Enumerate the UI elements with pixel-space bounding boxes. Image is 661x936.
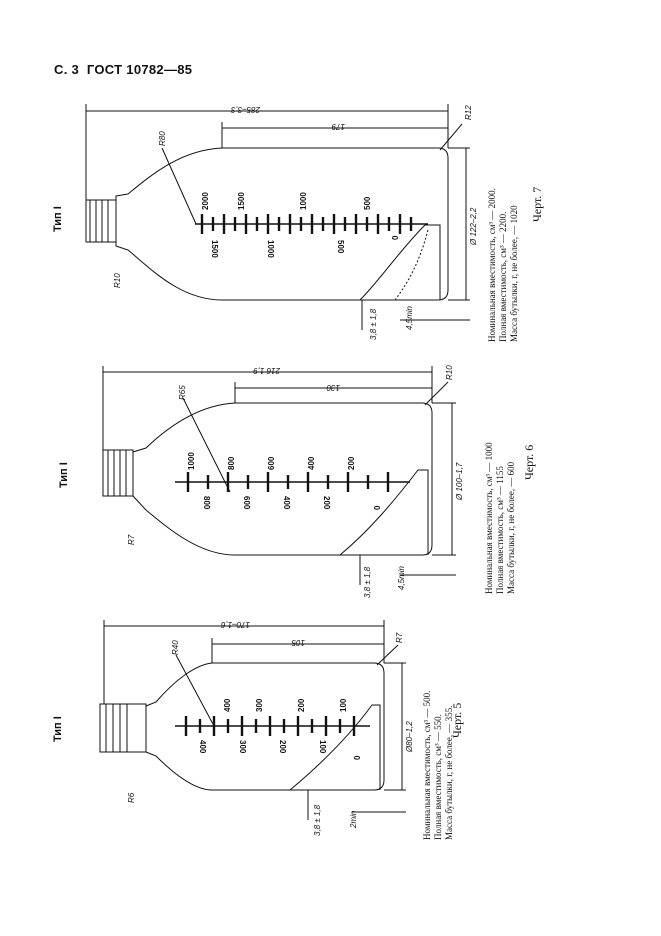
dim-body-ch6: 130 [326, 383, 340, 392]
scale-bottom-800-ch6: 800 [202, 496, 211, 510]
bottle-body-ch6 [132, 402, 433, 556]
scale-bottom-200-ch5: 200 [278, 740, 287, 754]
scale-bottom-500: 500 [336, 240, 345, 254]
notes-ch6: Номинальная вместимость, см³ — 1000 Полн… [484, 442, 517, 594]
scale-top-300-ch5: 300 [255, 698, 264, 712]
type-label-ch6: Тип I [58, 462, 70, 488]
scale-bottom-400-ch6: 400 [282, 496, 291, 510]
scale-marks-ch6 [186, 472, 390, 492]
scale-top-100-ch5: 100 [339, 698, 348, 712]
scale-top-500: 500 [363, 196, 372, 210]
scale-top-400-ch6: 400 [307, 456, 316, 470]
scale-bottom-0: 0 [391, 235, 400, 240]
dim-r7-ch5: R7 [395, 632, 404, 643]
note-nominal: Номинальная вместимость, см³ — 500. [422, 690, 432, 840]
dim-r40: R40 [171, 640, 180, 655]
scale-top-200-ch6: 200 [347, 456, 356, 470]
dim-r6-ch5: R6 [127, 792, 136, 803]
bottle-body-ch7 [115, 147, 449, 301]
scale-top-1000: 1000 [299, 192, 308, 210]
dim-length-ch5: 170–1,6 [221, 620, 250, 629]
page-header: С. 3 ГОСТ 10782—85 [54, 62, 192, 77]
scale-bottom-300-ch5: 300 [238, 740, 247, 754]
dim-r7-ch6: R7 [127, 534, 136, 545]
scale-bottom-400-ch5: 400 [198, 740, 207, 754]
dim-diameter-ch7: Ø 122–2,2 [469, 207, 478, 246]
scale-bottom-100-ch5: 100 [318, 740, 327, 754]
scale-top-1000-ch6: 1000 [187, 452, 196, 470]
scale-top-200-ch5: 200 [297, 698, 306, 712]
scale-bottom-0-ch5: 0 [353, 755, 362, 760]
bottle-body-ch5 [145, 662, 385, 791]
dim-diameter-ch5: Ø80–1,2 [405, 721, 414, 753]
scale-bottom-0-ch6: 0 [373, 505, 382, 510]
scale-bottom-600-ch6: 600 [242, 496, 251, 510]
note-full: Полная вместимость, см³ — 550. [433, 714, 443, 840]
caption-ch6: Черт. 6 [522, 444, 536, 480]
scale-top-400-ch5: 400 [223, 698, 232, 712]
dim-min-ch7: 4,5min [405, 305, 414, 330]
type-label-ch5: Тип I [52, 716, 64, 742]
notes-ch5: Номинальная вместимость, см³ — 500. Полн… [422, 691, 455, 840]
dim-length-ch6: 216 1,9 [253, 366, 281, 375]
dim-r80: R80 [158, 131, 167, 146]
dim-wall-ch6: 3,8 ± 1,8 [363, 566, 372, 598]
note-full: Полная вместимость, см³ — 1155 [495, 466, 505, 594]
dim-wall-ch7: 3,8 ± 1,8 [369, 308, 378, 340]
dim-r10: R10 [113, 273, 122, 288]
page-number: С. 3 [54, 62, 80, 77]
scale-bottom-200-ch6: 200 [322, 496, 331, 510]
note-mass: Масса бутылки, г, не более, — 600 [506, 461, 516, 594]
scale-bottom-1500: 1500 [210, 240, 219, 258]
standard-title: ГОСТ 10782—85 [86, 62, 193, 77]
scale-top-1500: 1500 [237, 192, 246, 210]
dim-r12: R12 [464, 105, 473, 120]
dim-length-ch7: 285–3,3 [231, 105, 261, 114]
bottle-neck-ch5 [99, 703, 147, 753]
note-mass: Масса бутылки, г, не более, — 355. [444, 705, 454, 840]
scale-top-800-ch6: 800 [227, 456, 236, 470]
dim-r65: R65 [178, 385, 187, 400]
dim-body-ch7: 179 [331, 122, 345, 131]
note-nominal: Номинальная вместимость, см³ — 1000 [484, 442, 494, 594]
dim-body-ch5: 105 [291, 638, 305, 647]
scale-top-2000: 2000 [201, 192, 210, 210]
dim-diameter-ch6: Ø 100–1,7 [455, 462, 464, 501]
scale-top-600-ch6: 600 [267, 456, 276, 470]
dim-min-ch5: 2min [349, 810, 358, 829]
dim-wall-ch5: 3,8 ± 1,8 [313, 804, 322, 836]
scale-bottom-1000: 1000 [266, 240, 275, 258]
dim-r10-ch6: R10 [445, 365, 454, 380]
scale-marks-ch7 [200, 214, 413, 234]
dim-min-ch6: 4,5min [397, 565, 406, 590]
scale-marks-ch5 [184, 716, 356, 736]
